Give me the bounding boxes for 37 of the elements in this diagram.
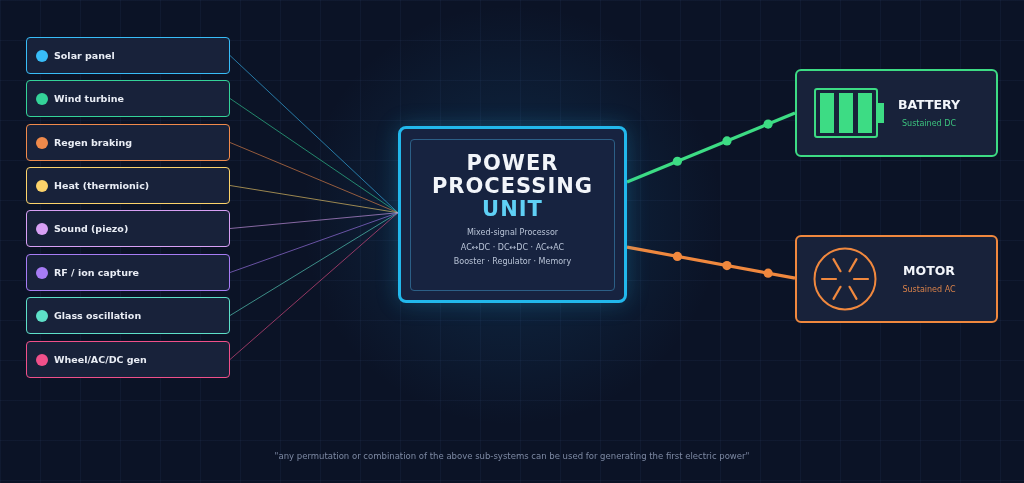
unit-title: UNIT (482, 198, 543, 221)
source-box (26, 80, 230, 117)
output-title: BATTERY (897, 97, 961, 113)
description-text: Mixed-signal Processor (466, 227, 559, 239)
source-box (26, 341, 230, 378)
connector-line (229, 55, 399, 214)
source-box (26, 254, 230, 291)
source-box (26, 37, 230, 74)
connector-line (229, 212, 399, 316)
source-box (26, 124, 230, 161)
output-title: MOTOR (903, 263, 955, 279)
caption-text: "any permutation or combination of the above sub-systems can be used for generating the first electric power" (274, 451, 750, 461)
output-subtitle: Sustained DC (902, 118, 956, 130)
connector-line (229, 212, 399, 229)
unit-title: POWER PROCESSING (430, 152, 595, 198)
output-box (795, 69, 998, 157)
connector-line (626, 111, 796, 184)
source-label: Wind turbine (54, 92, 124, 105)
source-label: Sound (piezo) (54, 222, 129, 235)
output-subtitle: Sustained AC (902, 284, 956, 296)
source-box (26, 167, 230, 204)
source-box (26, 297, 230, 334)
connector-line (229, 142, 399, 214)
description-text: Booster · Regulator · Memory (453, 256, 572, 268)
connector-line (229, 212, 399, 360)
connector-line (626, 245, 796, 280)
source-label: Solar panel (54, 49, 115, 62)
source-label: Heat (thermionic) (54, 179, 150, 192)
source-box (26, 210, 230, 247)
connector-line (229, 98, 399, 214)
source-label: Regen braking (54, 136, 133, 149)
source-label: Glass oscillation (54, 309, 142, 322)
source-label: Wheel/AC/DC gen (54, 353, 147, 366)
output-box (795, 235, 998, 323)
source-label: RF / ion capture (54, 266, 140, 279)
description-text: AC↔DC · DC↔DC · AC↔AC (460, 241, 565, 254)
processor-box (398, 126, 627, 303)
